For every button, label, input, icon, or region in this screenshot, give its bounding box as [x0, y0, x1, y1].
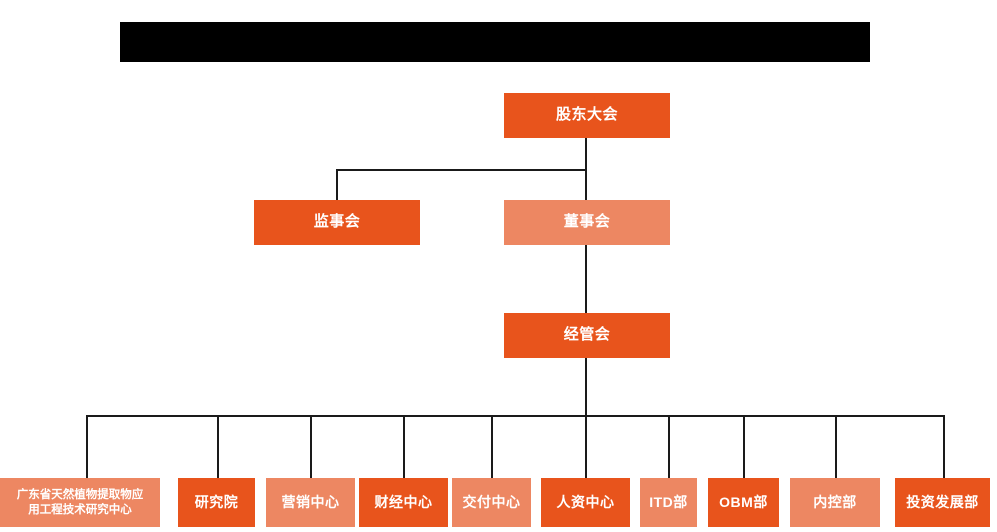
node-label: 股东大会 [555, 106, 618, 124]
node-label: 研究院 [194, 493, 239, 510]
connector-dept-drop-4 [403, 415, 405, 478]
connector-dept-drop-6 [585, 415, 587, 478]
connector-dept-drop-8 [743, 415, 745, 478]
node-management-committee[interactable]: 经管会 [504, 313, 670, 358]
node-label: 监事会 [313, 213, 361, 231]
node-department-research-center[interactable]: 广东省天然植物提取物应 用工程技术研究中心 [0, 478, 160, 527]
node-supervisory-board[interactable]: 监事会 [254, 200, 420, 245]
connector-dept-drop-5 [491, 415, 493, 478]
connector-dept-drop-10 [943, 415, 945, 478]
node-department-obm[interactable]: OBM部 [708, 478, 779, 527]
node-board-of-directors[interactable]: 董事会 [504, 200, 670, 245]
node-department-internal-control[interactable]: 内控部 [790, 478, 880, 527]
connector-shareholders-down [585, 138, 587, 170]
node-label: 内控部 [813, 493, 857, 510]
node-label: 广东省天然植物提取物应 用工程技术研究中心 [13, 488, 148, 517]
redacted-title-bar [120, 22, 870, 62]
connector-dept-drop-2 [217, 415, 219, 478]
node-department-itd[interactable]: ITD部 [640, 478, 697, 527]
node-department-hr-center[interactable]: 人资中心 [541, 478, 630, 527]
node-label: OBM部 [719, 493, 768, 510]
connector-dept-drop-7 [668, 415, 670, 478]
connector-supervisory-down [336, 169, 338, 200]
connector-department-bus [86, 415, 944, 417]
node-label: ITD部 [649, 493, 688, 510]
node-label: 董事会 [563, 213, 611, 231]
node-shareholders-meeting[interactable]: 股东大会 [504, 93, 670, 138]
connector-dept-drop-3 [310, 415, 312, 478]
node-label: 交付中心 [462, 493, 521, 510]
connector-board-down [585, 169, 587, 200]
node-label-line2: 用工程技术研究中心 [28, 503, 132, 516]
connector-dept-drop-9 [835, 415, 837, 478]
node-label: 投资发展部 [906, 493, 979, 510]
node-label: 营销中心 [281, 493, 340, 510]
connector-board-to-management [585, 245, 587, 313]
connector-level2-bus [336, 169, 587, 171]
node-department-delivery-center[interactable]: 交付中心 [452, 478, 531, 527]
node-department-investment-development[interactable]: 投资发展部 [895, 478, 990, 527]
node-department-marketing-center[interactable]: 营销中心 [266, 478, 355, 527]
node-label-line1: 广东省天然植物提取物应 [16, 489, 144, 502]
node-label: 人资中心 [556, 493, 615, 510]
node-label: 财经中心 [374, 493, 433, 510]
connector-dept-drop-1 [86, 415, 88, 478]
node-department-finance-center[interactable]: 财经中心 [359, 478, 448, 527]
node-department-institute[interactable]: 研究院 [178, 478, 255, 527]
node-label: 经管会 [563, 326, 611, 344]
connector-management-down [585, 357, 587, 416]
